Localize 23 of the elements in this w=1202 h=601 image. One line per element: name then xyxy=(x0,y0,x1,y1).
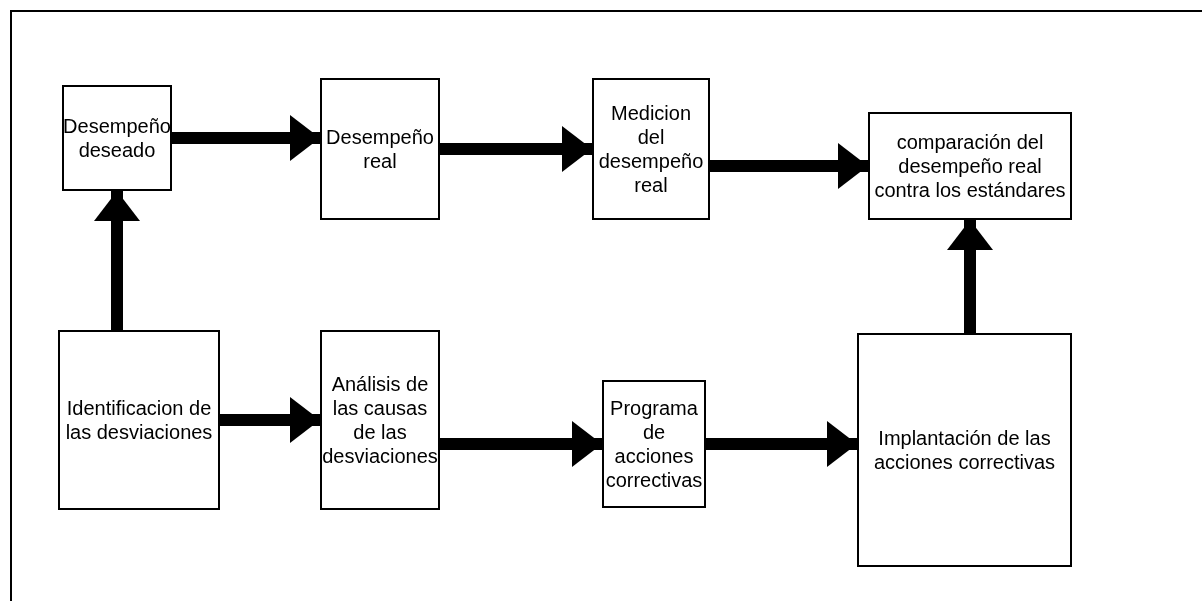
process-box xyxy=(602,380,706,508)
process-box xyxy=(592,78,710,220)
process-box xyxy=(868,112,1072,220)
box-text: Desempeño real xyxy=(325,125,435,173)
process-box xyxy=(320,78,440,220)
box-text: Identificacion de las desviaciones xyxy=(64,396,214,444)
box-text: Medicion del desempeño real xyxy=(597,101,705,197)
process-box xyxy=(320,330,440,510)
block-arrow xyxy=(172,115,320,161)
process-box xyxy=(62,85,172,191)
block-arrow xyxy=(440,421,602,467)
block-arrow xyxy=(710,143,868,189)
block-arrow xyxy=(706,421,857,467)
block-arrow xyxy=(440,126,592,172)
process-box xyxy=(857,333,1072,567)
box-text: Desempeño deseado xyxy=(63,114,171,162)
box-text: Análisis de las causas de las desviaciones xyxy=(322,372,438,468)
box-text: Implantación de las acciones correctivas xyxy=(872,426,1057,474)
block-arrow xyxy=(220,397,320,443)
box-text: comparación del desempeño real contra los estándares xyxy=(873,130,1067,202)
box-text: Programa de acciones correctivas xyxy=(605,396,703,492)
process-box xyxy=(58,330,220,510)
block-arrow xyxy=(947,220,993,333)
